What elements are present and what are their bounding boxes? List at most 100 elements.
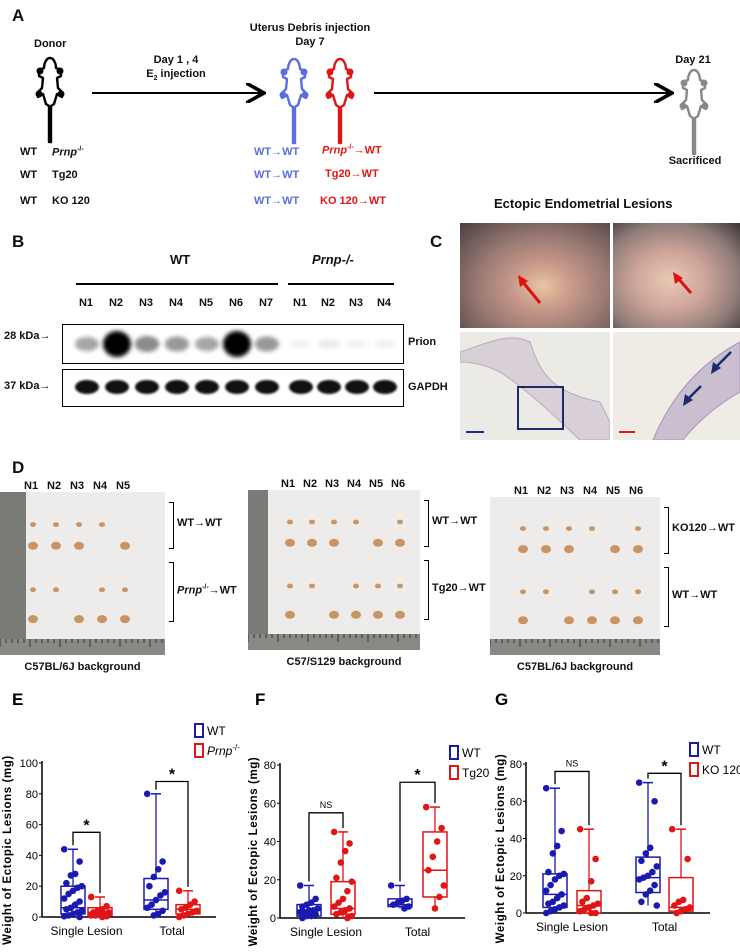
lane-ko-N4: N4 (376, 297, 392, 309)
y-tick-label: 0 (32, 912, 38, 924)
e2-injection-label: E2 injection (130, 68, 222, 82)
data-point (60, 845, 68, 853)
data-point (558, 827, 565, 835)
lane-ko-N3: N3 (348, 297, 364, 309)
row1-wt: WT (20, 146, 38, 158)
gapdh-band (165, 380, 189, 394)
prnp-sup: -/- (202, 584, 209, 591)
row1-red-prnp: Prnp (322, 144, 348, 157)
data-point (642, 891, 650, 898)
row1-red-sup: -/- (347, 144, 354, 151)
prion-band (373, 339, 397, 349)
data-point (422, 803, 430, 811)
lesion-photo-2 (613, 223, 740, 328)
data-point (431, 905, 439, 912)
box-prnp-/--total (175, 887, 201, 921)
data-point (152, 896, 160, 904)
lane-wt-N4: N4 (168, 297, 184, 309)
data-point (143, 904, 151, 912)
box-tg20-single-lesion (330, 828, 356, 922)
lesion-photo-d3 (490, 497, 660, 655)
data-point (63, 906, 70, 913)
legend-swatch (449, 745, 459, 760)
gapdh-band (75, 380, 99, 394)
prion-label: Prion (408, 336, 437, 348)
box-wt-total (635, 779, 661, 909)
gapdh-band (317, 380, 341, 394)
box-wt-single-lesion (296, 882, 322, 922)
row1-blue: WT→WT (254, 146, 300, 158)
data-point (635, 876, 643, 883)
data-point (653, 863, 661, 870)
data-point (542, 909, 550, 917)
arrow-wt: →WT (208, 584, 237, 597)
gapdh-blot (62, 369, 404, 407)
e2-e: E (146, 68, 154, 80)
data-point (545, 900, 552, 907)
row1-sup: -/- (77, 146, 84, 153)
row1-red: Prnp-/-→WT (322, 144, 382, 157)
data-point (556, 872, 563, 880)
data-point (150, 912, 158, 919)
data-point (157, 892, 164, 899)
data-point (635, 779, 643, 786)
data-point (592, 855, 599, 863)
d2-lane-N5: N5 (369, 478, 384, 490)
y-tick-label: 20 (510, 871, 522, 883)
y-tick-label: 80 (264, 760, 276, 772)
data-point (583, 894, 591, 902)
d2-lane-N1: N1 (281, 478, 296, 490)
data-point (76, 913, 83, 921)
data-point (579, 898, 586, 906)
data-point (159, 858, 166, 865)
gapdh-label: GAPDH (408, 381, 448, 393)
d2-lane-N6: N6 (391, 478, 406, 490)
bracket-bottom (664, 567, 669, 627)
data-point (335, 899, 342, 906)
legend-sup: -/- (232, 743, 240, 752)
x-tick-label: Total (405, 925, 430, 939)
data-point (587, 909, 595, 917)
d2-lane-N3: N3 (325, 478, 340, 490)
lesion-photo-1 (460, 223, 610, 328)
data-point (87, 912, 95, 919)
x-tick-label: Single Lesion (536, 920, 608, 934)
d2-bottom-label: Tg20→WT (432, 582, 486, 594)
sacrificed-label: Sacrificed (668, 155, 722, 167)
lesion-photo-d1 (0, 492, 165, 655)
panel-e-label: E (12, 690, 23, 709)
data-point (425, 866, 432, 874)
data-point (348, 878, 356, 885)
d2-caption: C57/S129 background (286, 656, 402, 668)
data-point (558, 891, 565, 898)
data-point (296, 908, 304, 916)
box-ko-120-total (668, 825, 694, 917)
d3-lane-N6: N6 (629, 485, 644, 497)
x-tick-label: Single Lesion (50, 924, 122, 938)
data-point (587, 878, 595, 885)
ko-group-line (288, 283, 394, 285)
data-point (67, 872, 75, 879)
box-wt-single-lesion (60, 845, 86, 921)
y-axis-label: Weight of Ectopic Lesions (mg) (248, 757, 260, 947)
d1-lane-N4: N4 (93, 480, 108, 492)
lesion-photo-d2 (248, 490, 420, 650)
data-point (87, 893, 95, 901)
panel-g-label: G (495, 690, 508, 709)
significance-label: * (661, 758, 668, 775)
data-point (542, 784, 550, 792)
y-tick-label: 80 (26, 789, 38, 801)
y-tick-label: 20 (26, 881, 38, 893)
data-point (675, 898, 683, 906)
legend-label: Tg20 (462, 766, 490, 780)
gapdh-band (373, 380, 397, 394)
row3-blue: WT→WT (254, 195, 300, 207)
prion-band (74, 336, 100, 352)
d3-lane-N4: N4 (583, 485, 598, 497)
gapdh-band (345, 380, 369, 394)
legend-swatch (449, 765, 459, 780)
donor-label: Donor (34, 38, 67, 50)
data-point (642, 850, 650, 857)
data-point (299, 914, 306, 922)
significance-bracket (308, 812, 344, 882)
